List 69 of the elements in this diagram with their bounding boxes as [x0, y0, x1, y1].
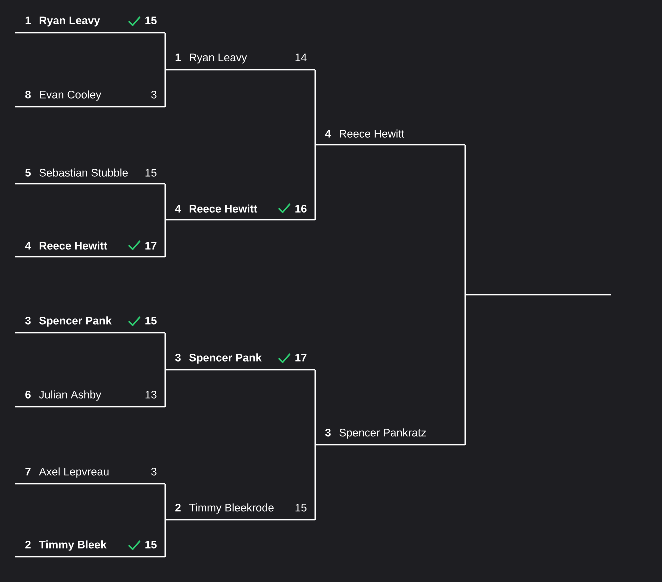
bracket-slot	[165, 54, 316, 71]
bracket-slot	[15, 16, 166, 34]
player-name: Timmy Bleek	[39, 540, 107, 551]
seed-number: 1	[26, 16, 31, 24]
bracket-connector	[164, 333, 166, 370]
bracket-slot	[15, 540, 166, 558]
player-name: Spencer Pank	[40, 316, 112, 327]
seed-number: 3	[175, 354, 181, 362]
score: 15	[146, 169, 157, 177]
bracket-slot	[15, 242, 166, 258]
bracket-slot	[165, 204, 316, 221]
bracket-connector	[164, 520, 166, 557]
seed-number: 6	[26, 390, 31, 399]
seed-number: 7	[26, 468, 31, 476]
score: 15	[146, 317, 157, 325]
score: 17	[146, 242, 157, 250]
seed-number: 5	[26, 169, 31, 177]
seed-number: 8	[26, 90, 31, 99]
bracket-connector	[464, 295, 466, 445]
bracket-slot	[315, 130, 466, 146]
seed-number: 3	[325, 428, 331, 437]
player-name: Axel Lepvreau	[39, 468, 109, 478]
score: 15	[146, 541, 157, 549]
player-name: Reece Hewitt	[40, 242, 108, 250]
bracket-slot	[165, 504, 316, 521]
player-name: Evan Cooley	[40, 90, 102, 101]
bracket-connector	[164, 70, 166, 107]
bracket-slot	[15, 90, 166, 108]
player-name: Reece Hewitt	[340, 130, 405, 138]
player-name: Julian Ashby	[39, 390, 102, 401]
player-name: Spencer Pankratz	[340, 428, 426, 439]
score: 3	[152, 90, 157, 99]
bracket-line	[465, 294, 612, 296]
seed-number: 4	[175, 205, 182, 213]
score: 13	[146, 390, 157, 399]
bracket-connector	[314, 370, 316, 445]
player-name: Spencer Pank	[190, 354, 262, 364]
bracket-slot	[15, 168, 166, 185]
player-name: Ryan Leavy	[190, 54, 248, 64]
bracket-slot	[165, 354, 316, 371]
seed-number: 1	[176, 54, 181, 62]
player-name: Reece Hewitt	[190, 204, 258, 213]
bracket-slot	[15, 390, 166, 408]
bracket-connector	[164, 33, 166, 70]
bracket-slot	[15, 316, 166, 334]
seed-number: 4	[25, 242, 32, 250]
bracket-connector	[314, 145, 316, 220]
bracket-connector	[314, 70, 316, 145]
score: 15	[146, 16, 157, 25]
seed-number: 3	[25, 316, 31, 325]
bracket-slot	[315, 428, 466, 446]
score: 17	[296, 354, 307, 362]
bracket-connector	[314, 445, 316, 520]
player-name: Ryan Leavy	[40, 16, 100, 27]
bracket-slot	[15, 468, 166, 485]
player-name: Timmy Bleekrode	[189, 504, 274, 514]
score: 15	[296, 504, 307, 512]
bracket-connector	[464, 145, 466, 295]
player-name: Sebastian Stubble	[40, 168, 128, 177]
seed-number: 2	[176, 504, 181, 512]
seed-number: 4	[325, 130, 332, 138]
score: 3	[152, 468, 157, 476]
seed-number: 2	[26, 540, 31, 549]
bracket-connector	[164, 220, 166, 257]
bracket-connector	[164, 484, 166, 520]
score: 16	[296, 205, 307, 213]
bracket-connector	[164, 370, 166, 407]
score: 14	[296, 54, 307, 62]
bracket-connector	[164, 184, 166, 220]
